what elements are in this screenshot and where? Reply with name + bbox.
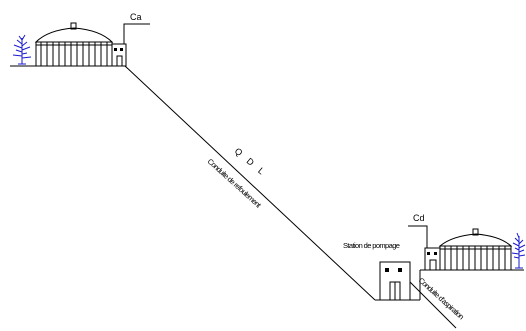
ca-pipe — [123, 23, 150, 44]
pump-house — [379, 261, 411, 301]
upper-chamber — [111, 43, 127, 67]
cd-pipe — [408, 225, 428, 248]
lower-site — [375, 225, 526, 329]
qdl-label: Q D L — [233, 146, 269, 178]
cd-label: Cd — [413, 213, 425, 223]
tree-right-icon — [511, 232, 526, 269]
tree-left-icon — [12, 34, 32, 65]
ca-label: Ca — [130, 12, 142, 22]
delivery-pipe — [124, 65, 376, 301]
lower-chamber — [424, 247, 441, 271]
pump-station-label: Station de pompage — [343, 241, 400, 250]
suction-pipe-label: Conduite d'aspiration — [417, 276, 466, 322]
upper-reservoir — [34, 22, 114, 67]
lower-reservoir — [438, 228, 513, 271]
upper-site — [10, 22, 150, 67]
suction-pipe — [409, 281, 457, 329]
